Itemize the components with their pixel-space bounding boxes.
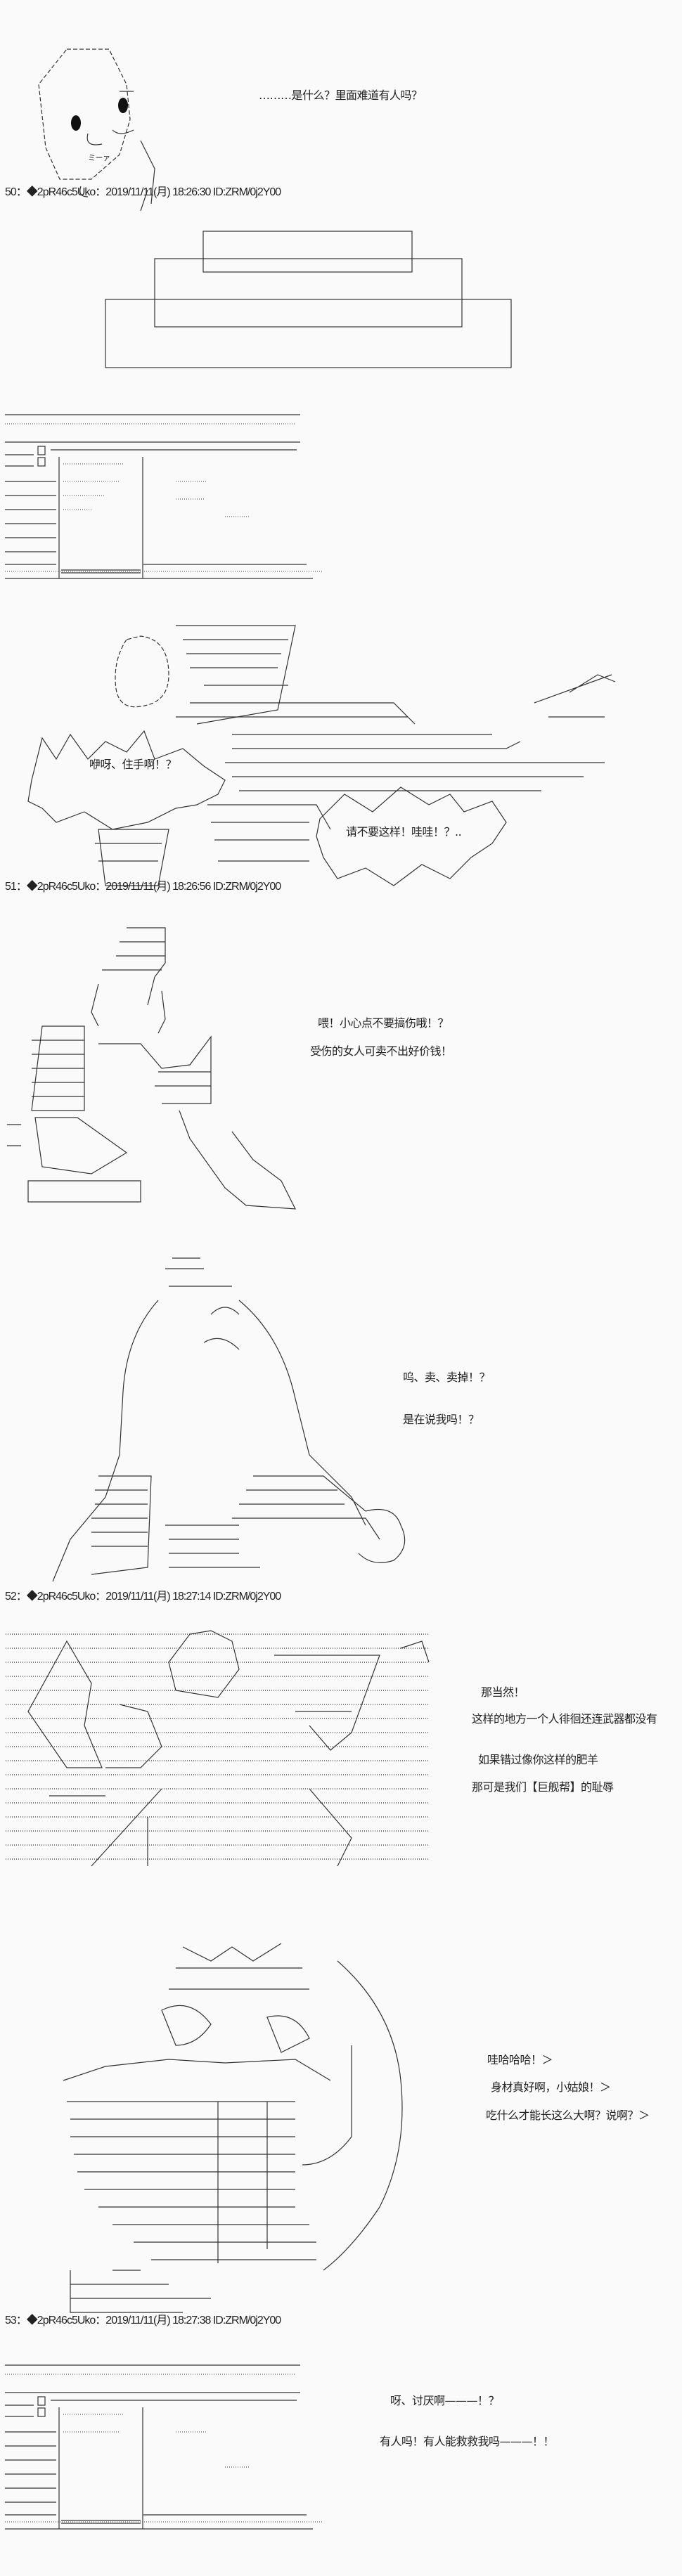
blob-creature-art — [38, 48, 155, 212]
dialogue-line: 喂！小心点不要搞伤哦！？ — [318, 1016, 449, 1030]
dialogue-line: 如果错过像你这样的肥羊 — [478, 1753, 598, 1766]
room-table-art — [5, 414, 322, 579]
post-header: 51：◆2pR46c5Uko：2019/11/11(月) 18:26:56 ID… — [5, 881, 281, 893]
dialogue-line: 有人吗！有人能救救我吗———！！ — [380, 2435, 555, 2448]
dialogue-line: 是在说我吗！？ — [403, 1413, 480, 1426]
post-header: 53：◆2pR46c5Uko：2019/11/11(月) 18:27:38 ID… — [5, 2315, 281, 2326]
frightened-girl-art — [52, 1257, 406, 1582]
dialogue-line: 受伤的女人可卖不出好价钱！ — [310, 1044, 452, 1058]
armored-thug-art — [7, 927, 297, 1210]
dialogue-line: 呀、讨厌啊———！？ — [390, 2394, 500, 2407]
dialogue-line: 那可是我们【巨舰帮】的耻辱 — [472, 1780, 614, 1794]
dialogue-line: ………是什么？里面难道有人吗？ — [259, 89, 423, 102]
dialogue-line: 身材真好啊，小姑娘！＞ — [491, 2080, 611, 2094]
dialogue-line: 这样的地方一个人徘徊还连武器都没有 — [472, 1712, 657, 1726]
post-header: 52：◆2pR46c5Uko：2019/11/11(月) 18:27:14 ID… — [5, 1591, 281, 1603]
dialogue-line: 哇哈哈哈！＞ — [487, 2053, 553, 2066]
dialogue-line: 那当然！ — [481, 1685, 525, 1699]
stacked-boxes-art — [105, 231, 512, 368]
room-table-art — [5, 2364, 322, 2530]
struggle-scene-art — [27, 625, 616, 886]
speech-bubble-text: 请不要这样！哇哇！？.. — [346, 825, 462, 839]
grabbed-girl-art — [63, 1943, 403, 2313]
dialogue-line: 吃什么才能长这么大啊？说啊？＞ — [486, 2109, 650, 2122]
sound-effect: ミーァ — [88, 153, 110, 162]
dialogue-line: 呜、卖、卖掉！？ — [403, 1371, 491, 1384]
post-header: 50：◆2pR46c5Uko：2019/11/11(月) 18:26:30 ID… — [5, 186, 281, 198]
laughing-thugs-silhouette-art — [6, 1630, 430, 1867]
speech-bubble-text: 咿呀、住手啊！？ — [89, 758, 177, 771]
